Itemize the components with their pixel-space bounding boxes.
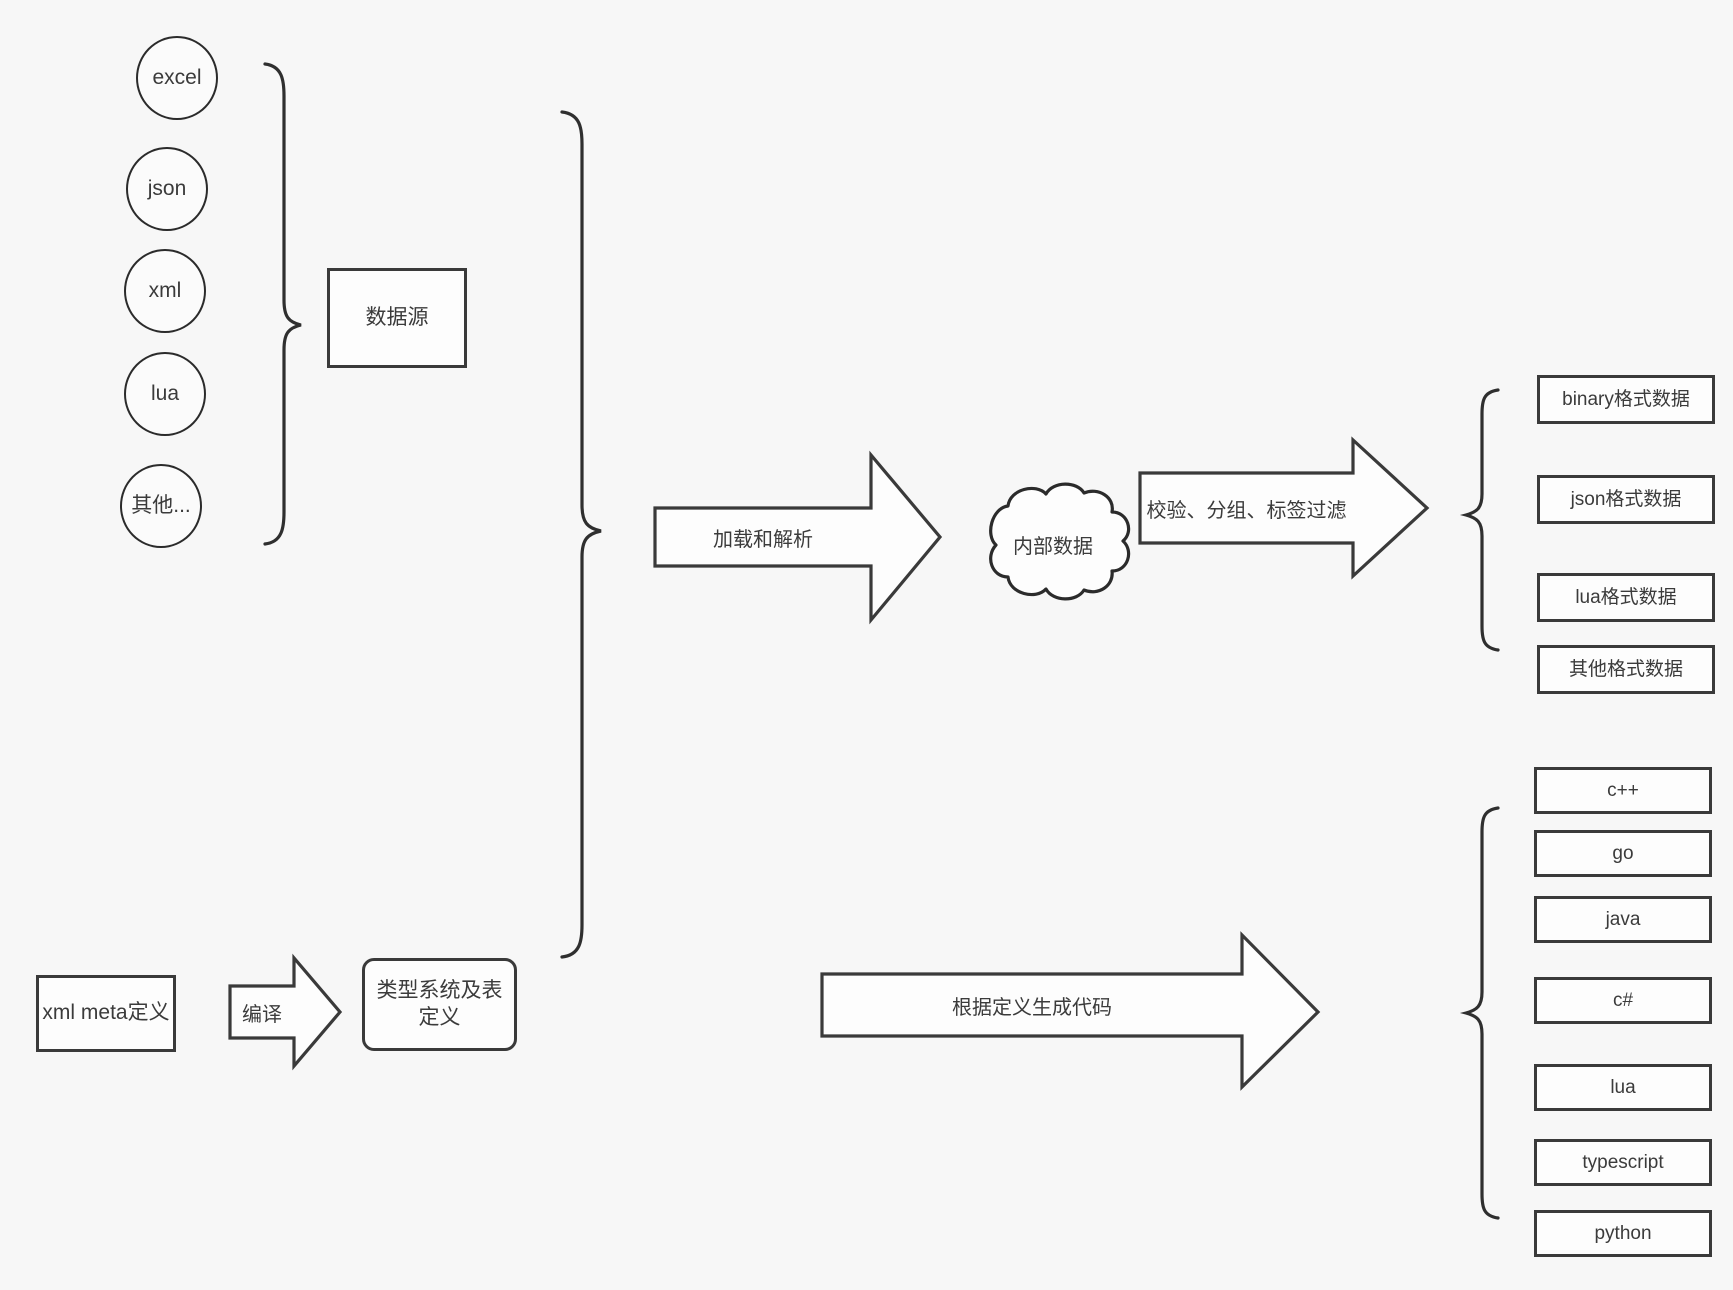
data-source-group-label: 数据源 <box>365 305 429 329</box>
codegen-arrow-text: 根据定义生成代码 <box>952 996 1112 1019</box>
data-source-xml-label: xml <box>148 278 182 302</box>
codegen-language-go-label: go <box>1612 842 1634 864</box>
codegen-language-cpp[interactable]: c++ <box>1534 767 1712 814</box>
output-format-lua[interactable]: lua格式数据 <box>1537 573 1715 622</box>
load-parse-arrow <box>653 450 943 625</box>
validate-group-filter-arrow <box>1138 436 1430 580</box>
codegen-language-python[interactable]: python <box>1534 1210 1712 1257</box>
type-system-box[interactable]: 类型系统及表定义 <box>362 958 517 1051</box>
codegen-language-go[interactable]: go <box>1534 830 1712 877</box>
load-parse-arrow-text: 加载和解析 <box>713 528 813 551</box>
output-format-json-label: json格式数据 <box>1570 488 1682 510</box>
output-format-brace <box>1459 388 1500 652</box>
output-format-json[interactable]: json格式数据 <box>1537 475 1715 524</box>
xml-meta-definition-label: xml meta定义 <box>42 1001 170 1025</box>
codegen-language-cpp-label: c++ <box>1607 779 1639 801</box>
data-source-xml[interactable]: xml <box>124 249 206 333</box>
data-source-lua[interactable]: lua <box>124 352 206 436</box>
type-system-label: 类型系统及表定义 <box>376 979 503 1029</box>
data-source-excel[interactable]: excel <box>136 36 218 120</box>
validate-group-filter-text: 校验、分组、标签过滤 <box>1146 499 1347 522</box>
codegen-language-typescript-label: typescript <box>1582 1151 1664 1173</box>
validate-group-filter-arrow-label: 校验、分组、标签过滤 <box>1140 473 1353 543</box>
codegen-arrow <box>822 940 1312 1043</box>
codegen-language-typescript[interactable]: typescript <box>1534 1139 1712 1186</box>
codegen-language-brace <box>1459 806 1500 1220</box>
data-source-other-label: 其他... <box>131 493 191 517</box>
codegen-language-java-label: java <box>1605 908 1641 930</box>
output-format-binary-label: binary格式数据 <box>1562 388 1690 410</box>
codegen-language-java[interactable]: java <box>1534 896 1712 943</box>
compile-arrow <box>228 953 343 1071</box>
internal-data-text: 内部数据 <box>1013 535 1093 558</box>
internal-data-cloud-label: 内部数据 <box>988 518 1118 570</box>
data-source-other[interactable]: 其他... <box>120 464 202 548</box>
output-format-binary[interactable]: binary格式数据 <box>1537 375 1715 424</box>
codegen-language-python-label: python <box>1594 1222 1652 1244</box>
data-source-brace <box>263 62 302 546</box>
output-format-other[interactable]: 其他格式数据 <box>1537 645 1715 694</box>
data-source-json[interactable]: json <box>126 147 208 231</box>
compile-arrow-label: 编译 <box>230 986 294 1038</box>
load-parse-arrow-label: 加载和解析 <box>655 508 871 566</box>
compile-arrow-text: 编译 <box>242 1003 282 1026</box>
data-source-lua-label: lua <box>150 381 180 405</box>
output-format-other-label: 其他格式数据 <box>1568 658 1683 680</box>
data-source-group-box[interactable]: 数据源 <box>327 268 467 368</box>
codegen-arrow-shape <box>820 931 1321 1091</box>
codegen-arrow-label: 根据定义生成代码 <box>822 974 1242 1036</box>
data-source-json-label: json <box>147 176 187 200</box>
output-format-lua-label: lua格式数据 <box>1575 586 1677 608</box>
pipeline-input-brace <box>560 110 602 959</box>
data-source-excel-label: excel <box>152 65 202 89</box>
codegen-language-csharp[interactable]: c# <box>1534 977 1712 1024</box>
codegen-language-lua-label: lua <box>1610 1076 1636 1098</box>
codegen-language-lua[interactable]: lua <box>1534 1064 1712 1111</box>
codegen-language-csharp-label: c# <box>1612 989 1634 1011</box>
xml-meta-definition-box[interactable]: xml meta定义 <box>36 975 176 1052</box>
